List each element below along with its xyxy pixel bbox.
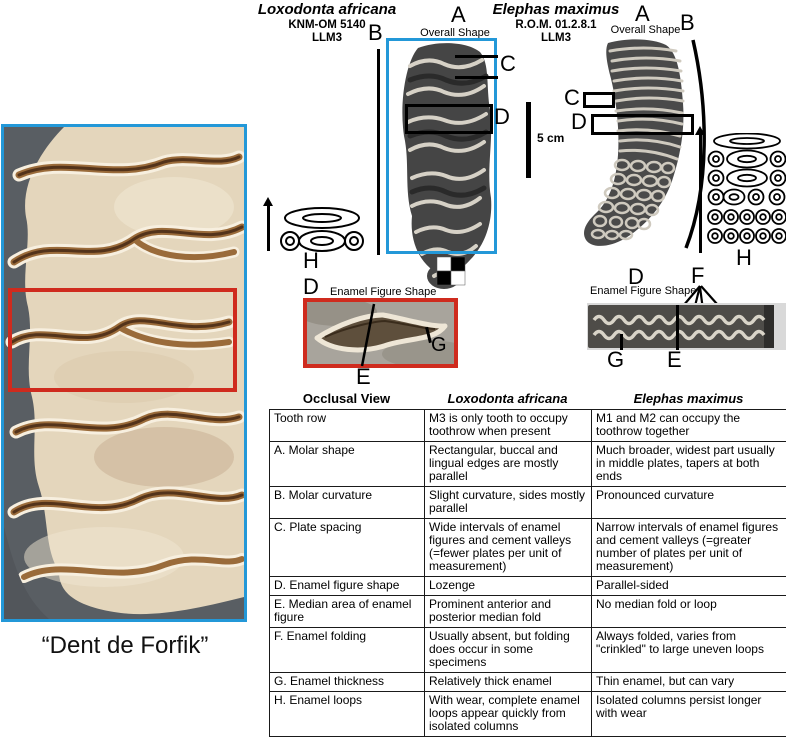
table-cell-elephas: Narrow intervals of enamel figures and c… (591, 518, 786, 577)
wear-direction-arrow-stem-elephas (699, 134, 702, 253)
table-header-elephas: Elephas maximus (633, 391, 744, 406)
label-c-elephas: C (564, 85, 580, 110)
table-cell-feature: B. Molar curvature (269, 486, 425, 519)
label-g-loxodonta: G (431, 334, 447, 356)
loxodonta-header: Loxodonta africana KNM-OM 5140 LLM3 (252, 1, 402, 46)
elephas-tooth: LLM3 (540, 32, 572, 45)
table-cell-feature: D. Enamel figure shape (269, 576, 425, 596)
c-pointer-line-bottom (455, 76, 498, 79)
label-d-elephas: D (571, 109, 587, 134)
scale-bar-label: 5 cm (537, 131, 565, 145)
table-cell-elephas: Isolated columns persist longer with wea… (591, 691, 786, 737)
table-row: B. Molar curvature Slight curvature, sid… (269, 486, 786, 519)
elephas-enamel-caption: Enamel Figure Shape (590, 285, 697, 297)
label-e-elephas: E (667, 347, 682, 372)
b-reference-line-loxodonta (377, 49, 380, 255)
label-b-loxodonta: B (368, 20, 383, 45)
table-cell-feature: Tooth row (269, 409, 425, 442)
table-header-loxodonta: Loxodonta africana (447, 391, 568, 406)
table-cell-elephas: Thin enamel, but can vary (591, 672, 786, 692)
label-e-loxodonta: E (356, 364, 371, 389)
elephas-enamel-figure-image (588, 305, 774, 348)
label-d-enamel-loxodonta: D (303, 274, 319, 299)
label-f-elephas: F (691, 263, 705, 288)
label-g-elephas: G (607, 347, 625, 372)
g-pointer-tick-elephas (620, 334, 623, 350)
table-cell-feature: E. Median area of enamel figure (269, 595, 425, 628)
elephas-overall-shape-caption: Overall Shape (610, 24, 681, 36)
comparison-table: Tooth row M3 is only tooth to occupy too… (269, 409, 786, 737)
table-cell-feature: F. Enamel folding (269, 627, 425, 673)
elephas-plate-box-d (591, 114, 694, 135)
photo-caption: “Dent de Forfik” (41, 632, 209, 659)
label-d-enamel-elephas: D (628, 264, 644, 289)
label-h-loxodonta: H (303, 248, 319, 273)
loxodonta-enamel-figure-image (303, 298, 458, 368)
loxodonta-tooth: LLM3 (311, 32, 343, 45)
tooth-photo (4, 127, 249, 619)
table-cell-loxodonta: M3 is only tooth to occupy toothrow when… (424, 409, 592, 442)
table-cell-feature: G. Enamel thickness (269, 672, 425, 692)
table-row: G. Enamel thickness Relatively thick ena… (269, 672, 786, 692)
loxodonta-species: Loxodonta africana (257, 1, 397, 18)
tooth-photo-frame (1, 124, 249, 622)
wear-direction-arrow-elephas (695, 126, 705, 135)
label-a-elephas: A (635, 1, 650, 26)
table-row: H. Enamel loops With wear, complete enam… (269, 691, 786, 737)
table-cell-loxodonta: Usually absent, but folding does occur i… (424, 627, 592, 673)
loxodonta-plate-box (405, 104, 493, 134)
e-pointer-line-loxodonta (360, 303, 376, 367)
table-row: E. Median area of enamel figure Prominen… (269, 595, 786, 628)
loxodonta-overall-shape-caption: Overall Shape (420, 27, 490, 39)
table-cell-loxodonta: Slight curvature, sides mostly parallel (424, 486, 592, 519)
c-pointer-line-top (455, 55, 498, 58)
scale-bar (526, 102, 531, 178)
table-cell-elephas: No median fold or loop (591, 595, 786, 628)
table-cell-feature: H. Enamel loops (269, 691, 425, 737)
table-row: A. Molar shape Rectangular, buccal and l… (269, 441, 786, 487)
table-cell-loxodonta: With wear, complete enamel loops appear … (424, 691, 592, 737)
wear-direction-arrow-stem-loxodonta (267, 205, 270, 251)
scale-checkerboard (436, 256, 466, 286)
table-cell-feature: A. Molar shape (269, 441, 425, 487)
table-cell-loxodonta: Lozenge (424, 576, 592, 596)
wear-direction-arrow-loxodonta (263, 197, 273, 206)
elephas-molar-image (583, 39, 685, 246)
table-cell-elephas: Always folded, varies from "crinkled" to… (591, 627, 786, 673)
table-cell-elephas: Pronounced curvature (591, 486, 786, 519)
table-row: F. Enamel folding Usually absent, but fo… (269, 627, 786, 673)
elephas-plate-box-c (583, 92, 615, 108)
table-header-row: Occlusal View Loxodonta africana Elephas… (269, 391, 786, 406)
enamel-loop-diagram-elephas (707, 133, 786, 244)
enamel-highlight-box (8, 288, 237, 392)
label-c-loxodonta: C (500, 51, 516, 76)
enamel-loop-diagram-loxodonta (280, 207, 364, 252)
table-row: D. Enamel figure shape Lozenge Parallel-… (269, 576, 786, 596)
elephas-header: Elephas maximus R.O.M. 01.2.8.1 LLM3 (486, 1, 626, 46)
elephas-species: Elephas maximus (492, 1, 620, 18)
table-cell-loxodonta: Wide intervals of enamel figures and cem… (424, 518, 592, 577)
table-cell-loxodonta: Rectangular, buccal and lingual edges ar… (424, 441, 592, 487)
label-d-loxodonta: D (494, 104, 510, 129)
label-b-elephas: B (680, 10, 695, 35)
table-cell-loxodonta: Relatively thick enamel (424, 672, 592, 692)
table-row: Tooth row M3 is only tooth to occupy too… (269, 409, 786, 442)
table-row: C. Plate spacing Wide intervals of ename… (269, 518, 786, 577)
loxodonta-specimen: KNM-OM 5140 (288, 18, 366, 31)
table-cell-elephas: Much broader, widest part usually in mid… (591, 441, 786, 487)
table-cell-loxodonta: Prominent anterior and posterior median … (424, 595, 592, 628)
table-cell-elephas: M1 and M2 can occupy the toothrow togeth… (591, 409, 786, 442)
e-pointer-line-elephas (676, 305, 679, 350)
b-reference-curve-elephas (684, 39, 706, 249)
table-cell-feature: C. Plate spacing (269, 518, 425, 577)
loxodonta-enamel-caption: Enamel Figure Shape (330, 286, 437, 298)
label-a-loxodonta: A (451, 2, 466, 27)
elephas-specimen: R.O.M. 01.2.8.1 (515, 18, 597, 31)
table-header-feature: Occlusal View (302, 391, 391, 406)
loxodonta-molar-image (402, 43, 492, 289)
label-h-elephas: H (736, 245, 752, 270)
loxodonta-overall-shape-box (386, 38, 497, 254)
table-cell-elephas: Parallel-sided (591, 576, 786, 596)
